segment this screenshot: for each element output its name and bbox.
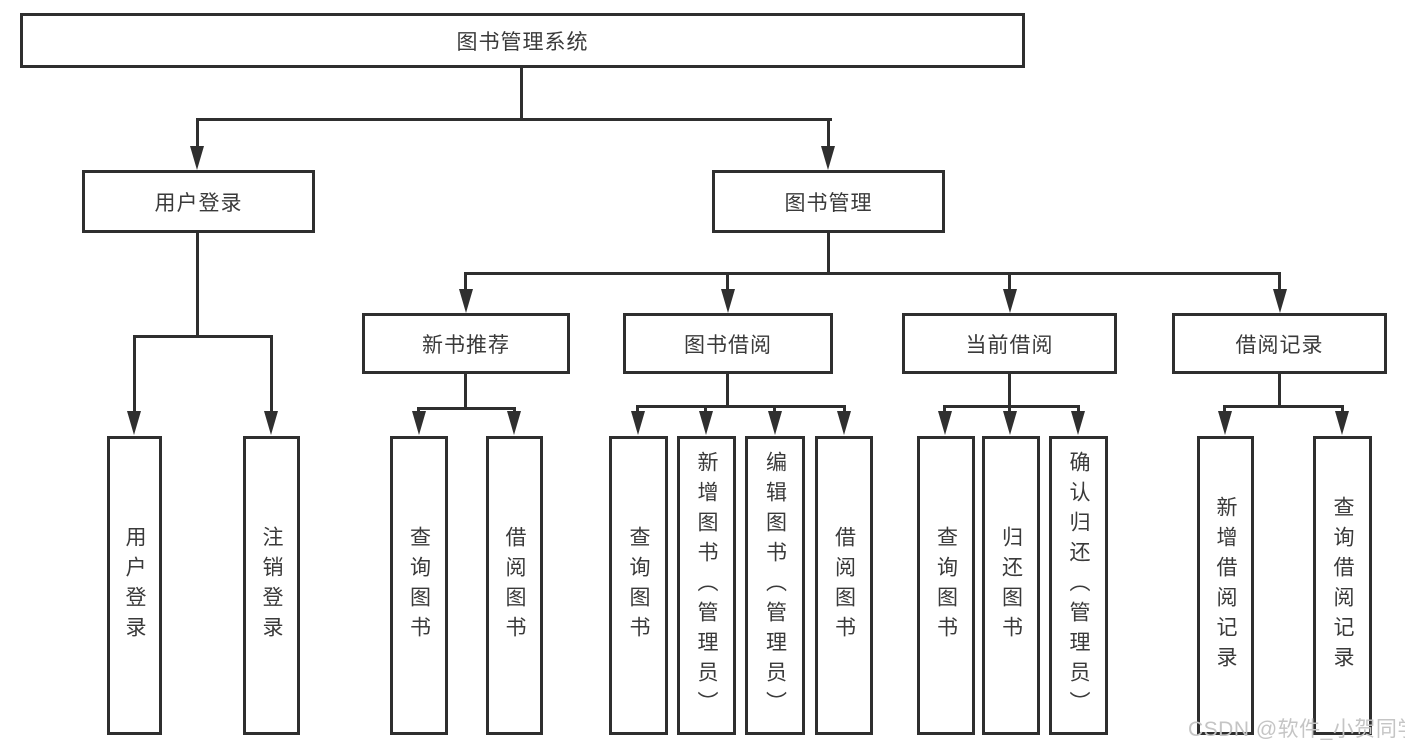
connector-drop-new-book (464, 272, 467, 289)
leaf-query-books-recommend: 查询图书 (390, 436, 448, 735)
leaf-borrow-books-recommend: 借阅图书 (486, 436, 543, 735)
connector-user-login-hline (133, 335, 273, 338)
arrow-down-icon (631, 411, 645, 435)
node-user-login: 用户登录 (82, 170, 315, 233)
arrow-down-icon (264, 411, 278, 435)
connector-drop (704, 405, 707, 412)
leaf-query-books-current: 查询图书 (917, 436, 975, 735)
connector-current-borrow-hline (943, 405, 1080, 408)
connector-drop (513, 407, 516, 412)
node-new-book-recommend: 新书推荐 (362, 313, 570, 374)
node-book-borrowing: 图书借阅 (623, 313, 833, 374)
leaf-query-borrow-record: 查询借阅记录 (1313, 436, 1372, 735)
arrow-down-icon (1273, 289, 1287, 313)
leaf-edit-book-admin: 编辑图书（管理员） (745, 436, 805, 735)
connector-book-borrow-stem (726, 374, 729, 405)
leaf-add-borrow-record: 新增借阅记录 (1197, 436, 1254, 735)
connector-drop (636, 405, 639, 412)
connector-drop (943, 405, 946, 412)
node-borrow-records: 借阅记录 (1172, 313, 1387, 374)
connector-current-borrow-stem (1008, 374, 1011, 405)
arrow-down-icon (412, 411, 426, 435)
connector-user-login-stem (196, 233, 199, 335)
arrow-down-icon (507, 411, 521, 435)
connector-drop-borrow-records (1278, 272, 1281, 289)
connector-root-hline (196, 118, 832, 121)
arrow-down-icon (1218, 411, 1232, 435)
arrow-down-icon (190, 146, 204, 170)
connector-book-mgmt-stem (827, 233, 830, 272)
connector-borrow-records-stem (1278, 374, 1281, 405)
node-book-management: 图书管理 (712, 170, 945, 233)
arrow-down-icon (938, 411, 952, 435)
connector-drop-book-management (827, 118, 830, 146)
connector-drop (1008, 405, 1011, 412)
node-current-borrowing: 当前借阅 (902, 313, 1117, 374)
arrow-down-icon (699, 411, 713, 435)
leaf-borrow-books-borrowing: 借阅图书 (815, 436, 873, 735)
arrow-down-icon (821, 146, 835, 170)
arrow-down-icon (837, 411, 851, 435)
leaf-confirm-return-admin: 确认归还（管理员） (1049, 436, 1108, 735)
connector-drop-book-borrow (726, 272, 729, 289)
arrow-down-icon (1071, 411, 1085, 435)
connector-drop (1223, 405, 1226, 412)
connector-drop (1341, 405, 1344, 412)
arrow-down-icon (1003, 289, 1017, 313)
connector-new-book-hline (417, 407, 516, 410)
connector-drop (417, 407, 420, 412)
leaf-user-login: 用户登录 (107, 436, 162, 735)
connector-drop-current-borrow (1008, 272, 1011, 289)
arrow-down-icon (459, 289, 473, 313)
connector-drop (1077, 405, 1080, 412)
connector-borrow-records-hline (1223, 405, 1344, 408)
connector-root-stem (520, 68, 523, 118)
arrow-down-icon (127, 411, 141, 435)
node-library-system: 图书管理系统 (20, 13, 1025, 68)
leaf-query-books-borrowing: 查询图书 (609, 436, 668, 735)
connector-book-borrow-hline (636, 405, 846, 408)
connector-drop-leaf-user-login (133, 335, 136, 411)
leaf-return-book: 归还图书 (982, 436, 1040, 735)
arrow-down-icon (1003, 411, 1017, 435)
connector-drop (773, 405, 776, 412)
csdn-watermark: CSDN @软件_小贺同学 (1188, 718, 1405, 741)
arrow-down-icon (1335, 411, 1349, 435)
arrow-down-icon (768, 411, 782, 435)
arrow-down-icon (721, 289, 735, 313)
leaf-add-book-admin: 新增图书（管理员） (677, 436, 736, 735)
connector-drop-user-login (196, 118, 199, 146)
connector-book-mgmt-hline (464, 272, 1281, 275)
connector-new-book-stem (464, 374, 467, 407)
connector-drop (843, 405, 846, 412)
connector-drop-leaf-logout (270, 335, 273, 411)
leaf-logout: 注销登录 (243, 436, 300, 735)
